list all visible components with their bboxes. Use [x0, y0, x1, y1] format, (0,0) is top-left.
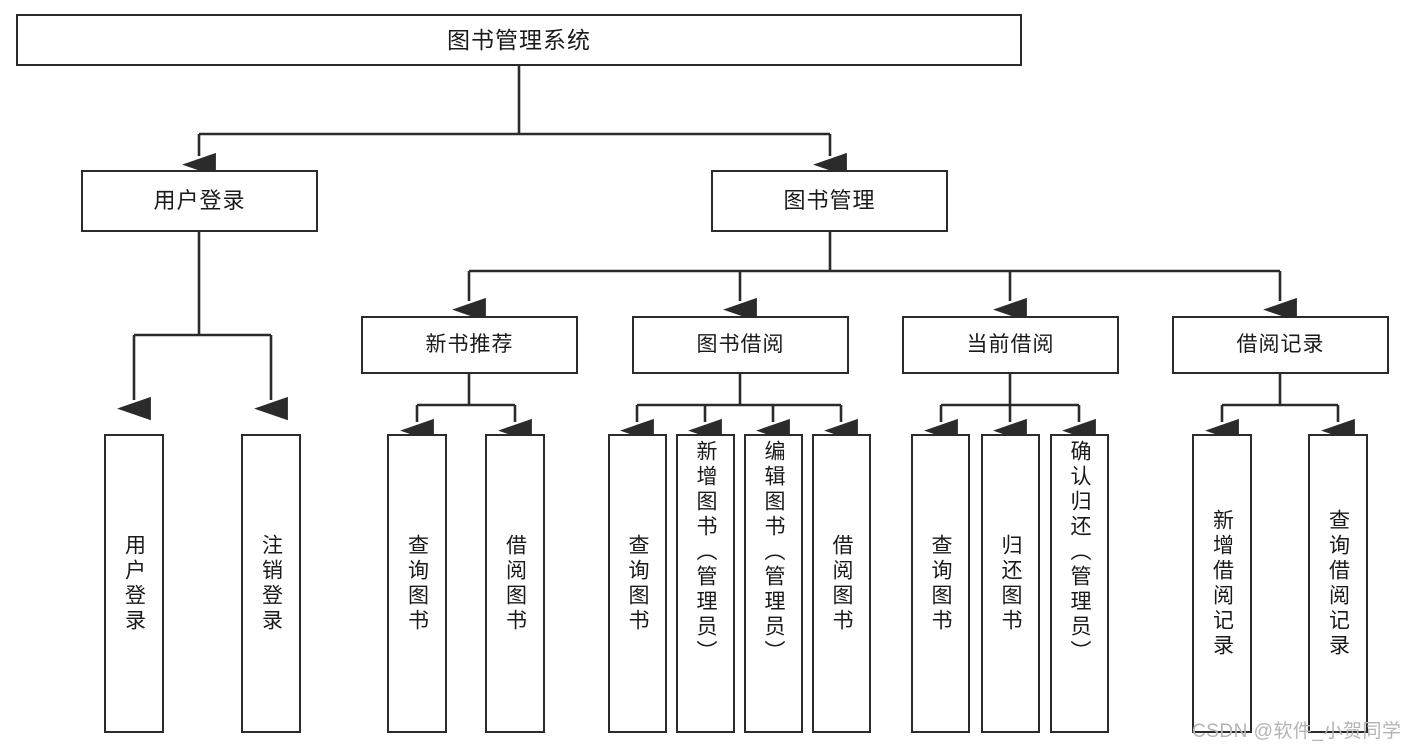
node-label: 注销登录: [259, 533, 283, 634]
node-label: 借阅图书: [830, 533, 853, 634]
node-user-login[interactable]: 用户登录: [81, 170, 318, 232]
node-label: 当前借阅: [966, 332, 1055, 356]
node-book-management[interactable]: 图书管理: [711, 170, 948, 232]
node-book-borrow[interactable]: 图书借阅: [632, 316, 849, 374]
node-label: 图书管理: [783, 188, 876, 214]
leaf-query-book-new[interactable]: 查询图书: [387, 434, 447, 733]
leaf-borrow-book[interactable]: 借阅图书: [812, 434, 871, 733]
leaf-confirm-return-admin[interactable]: 确认归还（管理员）: [1050, 434, 1109, 733]
node-label: 归还图书: [999, 533, 1022, 634]
node-label: 新增借阅记录: [1210, 508, 1234, 659]
node-label: 新增图书（管理员）: [694, 440, 717, 665]
leaf-borrow-book-new[interactable]: 借阅图书: [485, 434, 545, 733]
leaf-logout[interactable]: 注销登录: [241, 434, 301, 733]
node-label: 图书管理系统: [447, 26, 591, 53]
node-label: 查询图书: [405, 533, 429, 634]
node-label: 编辑图书（管理员）: [762, 440, 785, 665]
leaf-add-borrow-record[interactable]: 新增借阅记录: [1192, 434, 1252, 733]
leaf-query-book-current[interactable]: 查询图书: [911, 434, 970, 733]
leaf-query-book-borrow[interactable]: 查询图书: [608, 434, 667, 733]
node-label: 查询图书: [626, 533, 649, 634]
node-label: 用户登录: [122, 533, 146, 634]
node-new-book-recommend[interactable]: 新书推荐: [361, 316, 578, 374]
node-label: 用户登录: [153, 188, 246, 214]
node-label: 查询图书: [929, 533, 952, 634]
node-label: 图书借阅: [696, 332, 785, 356]
node-current-borrow[interactable]: 当前借阅: [902, 316, 1119, 374]
leaf-edit-book-admin[interactable]: 编辑图书（管理员）: [744, 434, 803, 733]
node-label: 新书推荐: [425, 332, 514, 356]
node-root-system[interactable]: 图书管理系统: [16, 14, 1022, 66]
node-label: 确认归还（管理员）: [1068, 440, 1091, 665]
leaf-query-borrow-record[interactable]: 查询借阅记录: [1308, 434, 1368, 733]
leaf-user-login[interactable]: 用户登录: [104, 434, 164, 733]
node-label: 借阅记录: [1236, 332, 1325, 356]
node-label: 借阅图书: [503, 533, 527, 634]
leaf-return-book[interactable]: 归还图书: [981, 434, 1040, 733]
leaf-add-book-admin[interactable]: 新增图书（管理员）: [676, 434, 735, 733]
node-borrow-records[interactable]: 借阅记录: [1172, 316, 1389, 374]
node-label: 查询借阅记录: [1326, 508, 1350, 659]
